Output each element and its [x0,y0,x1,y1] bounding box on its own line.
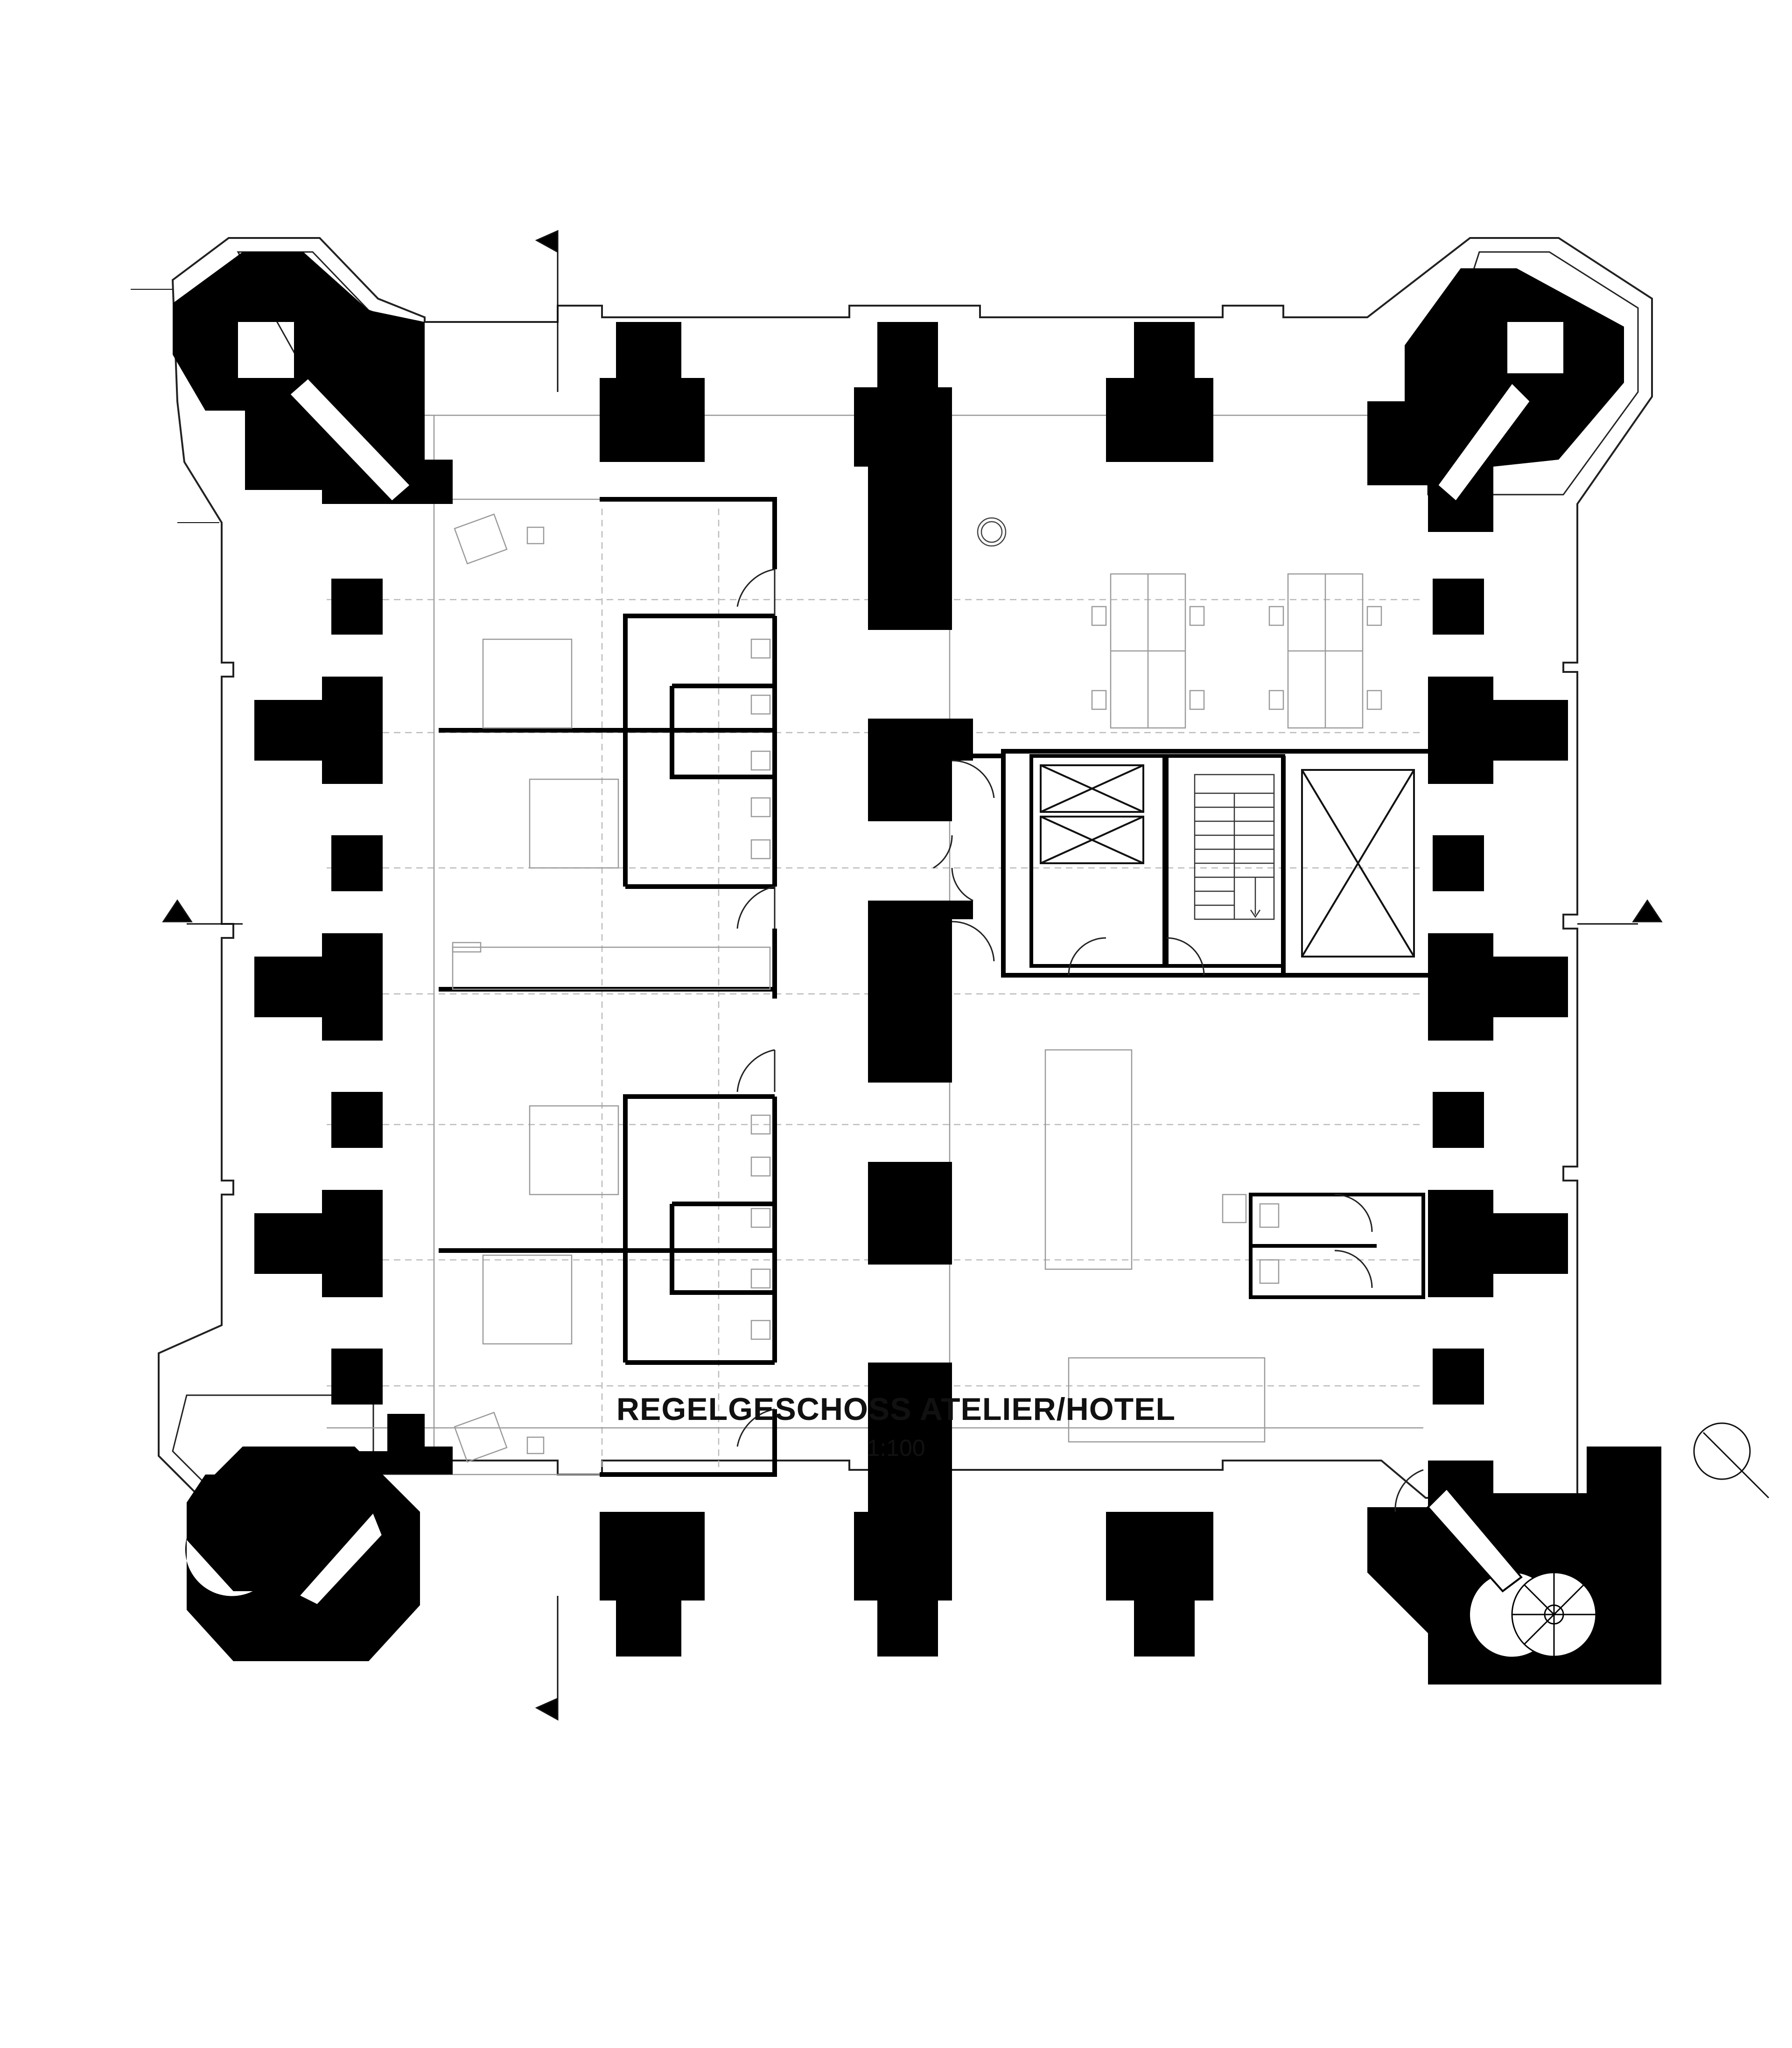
south-pier-3 [1106,1512,1213,1657]
plan-title: REGELGESCHOSS ATELIER/HOTEL [616,1391,1176,1427]
spine-wall-1 [868,467,952,630]
staircase [1194,774,1275,920]
east-small-pier-4 [1433,1349,1484,1405]
structural-walls [173,252,1661,1685]
se-tower [1367,1447,1661,1685]
plan-scale: 1:100 [867,1435,925,1461]
spine-stub-1 [952,719,973,761]
north-pier-1 [600,322,705,462]
bed-3 [529,1105,619,1195]
spine-wall-3 [868,901,952,1083]
spine-wall-4 [868,1162,952,1265]
west-small-pier-3 [331,1092,383,1148]
armchair-1 [454,513,508,565]
east-small-pier-1 [1433,579,1484,635]
elevator-1 [1040,764,1144,813]
west-pier-2 [254,933,383,1041]
east-pier-3 [1428,1190,1568,1297]
side-table-2 [526,1436,545,1454]
north-arrow-icon [1693,1422,1770,1499]
west-small-pier-1 [331,579,383,635]
nw-tower [173,252,453,504]
north-pier-3 [1106,322,1213,462]
west-pier-1 [254,677,383,784]
ne-tower [1367,268,1624,532]
section-marker-icon [535,1697,559,1721]
section-marker-icon [1632,899,1663,923]
west-small-pier-2 [331,835,383,891]
spine-stub-2 [952,901,973,919]
freight-shaft [1301,769,1415,958]
section-marker-icon [535,230,559,253]
east-pier-1 [1428,677,1568,784]
east-small-pier-3 [1433,1092,1484,1148]
spiral-stair [1511,1572,1597,1657]
large-table-2 [1068,1357,1266,1443]
west-small-pier-4 [331,1349,383,1405]
west-pier-3 [254,1190,383,1297]
north-pier-2 [854,322,952,467]
east-small-pier-2 [1433,835,1484,891]
round-column [977,517,1007,547]
section-marker-icon [162,899,193,923]
spine-wall-5 [868,1363,952,1512]
large-table-1 [1044,1049,1133,1270]
tower-passages [288,377,1532,1607]
elevator-2 [1040,816,1144,864]
south-pier-2 [854,1512,952,1657]
south-pier-1 [600,1512,705,1657]
door-swings [736,568,1424,1512]
side-table-1 [526,526,545,545]
furniture [452,513,1382,1463]
sw-tower-shell [185,1447,420,1661]
title-block: REGELGESCHOSS ATELIER/HOTEL 1:100 [0,1391,1792,1464]
spine-wall-2 [868,719,952,821]
section-markers [131,230,1663,1721]
bed-2 [529,778,619,869]
bed-4 [482,1254,573,1345]
elevator-shafts [1040,764,1415,958]
armchair-2 [454,1412,508,1463]
bed-1 [482,638,573,729]
east-pier-2 [1428,933,1568,1041]
